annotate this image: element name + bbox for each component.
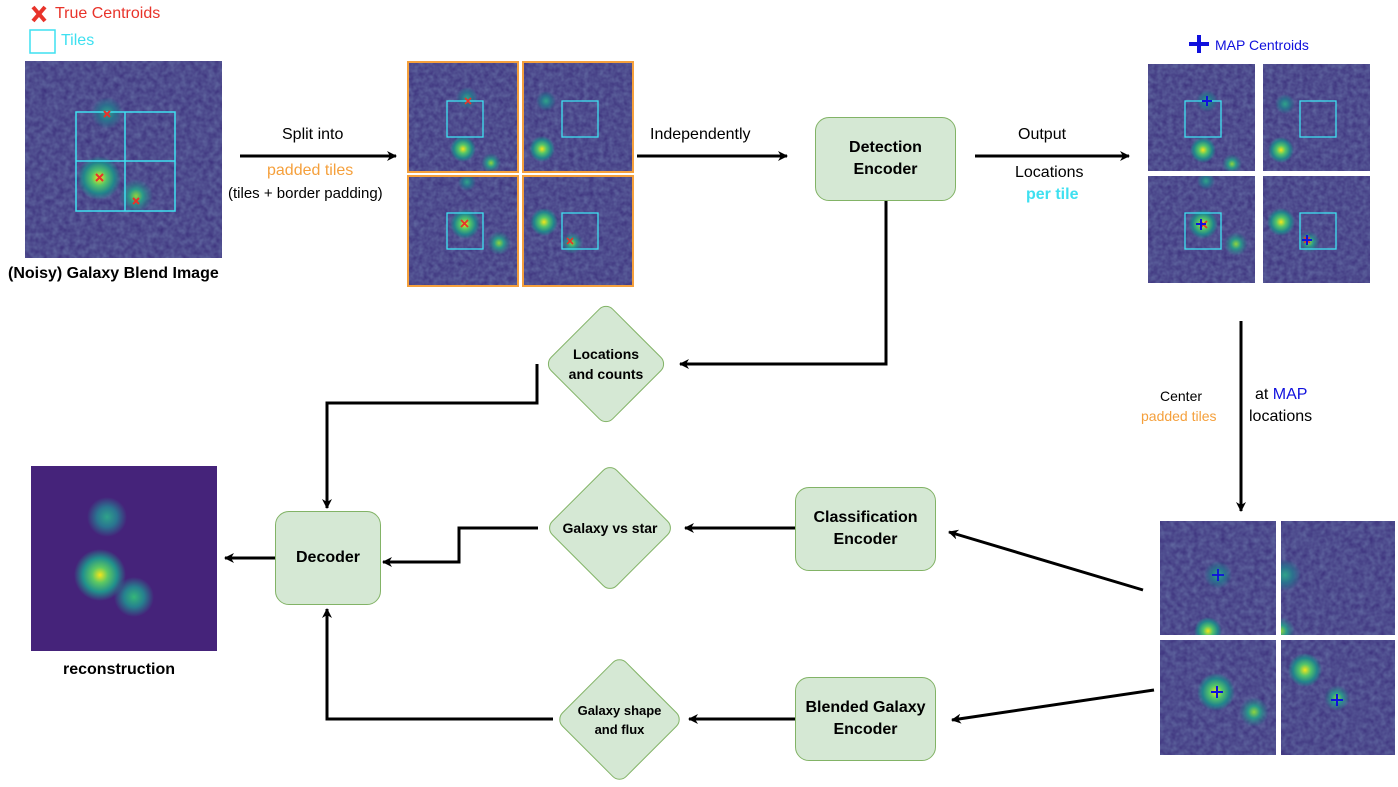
per-tile-label: per tile xyxy=(1026,186,1079,203)
center-label: Center xyxy=(1160,388,1203,404)
at-map-line: at MAP xyxy=(1255,386,1307,404)
arrow-detection-to-locations xyxy=(679,201,888,369)
centered-tile-bottom-right xyxy=(1281,640,1395,755)
classification-encoder-node: Classification Encoder xyxy=(795,487,936,571)
blended-galaxy-encoder-label: Blended Galaxy Encoder xyxy=(805,699,926,738)
galaxy-shape-flux-diamond: Galaxy shape and flux xyxy=(553,655,686,784)
locations-word-label: locations xyxy=(1249,408,1313,425)
legend-tiles: Tiles xyxy=(61,32,95,49)
center-padded-tiles-label: padded tiles xyxy=(1141,408,1217,424)
padded-tile-top-left xyxy=(407,61,519,173)
map-tile-top-right xyxy=(1263,64,1370,171)
padded-tile-bottom-right xyxy=(522,175,634,287)
padded-tiles-label: padded tiles xyxy=(267,162,354,179)
locations-label: Locations xyxy=(1015,164,1084,181)
map-tile-bottom-right xyxy=(1263,176,1370,283)
cyan-tile-icon xyxy=(29,29,56,54)
arrow-to-classification xyxy=(948,529,1144,592)
galaxy-vs-star-diamond: Galaxy vs star xyxy=(538,462,682,594)
centered-tile-top-left xyxy=(1160,521,1276,635)
legend-true-centroids: True Centroids xyxy=(55,5,161,22)
blended-galaxy-encoder-node: Blended Galaxy Encoder xyxy=(795,677,936,761)
reconstruction-label: reconstruction xyxy=(63,661,176,678)
arrow-diamond-to-decoder xyxy=(382,526,538,567)
decoder-node: Decoder xyxy=(275,511,381,605)
map-label: MAP xyxy=(1272,386,1308,403)
legend-map-centroids: MAP Centroids xyxy=(1215,37,1309,53)
map-tile-bottom-left xyxy=(1148,176,1255,283)
galaxy-vs-star-label: Galaxy vs star xyxy=(562,520,658,536)
galaxy-shape-flux-label: Galaxy shape and flux xyxy=(577,702,662,737)
independently-label: Independently xyxy=(650,126,751,143)
locations-counts-diamond: Locations and counts xyxy=(537,301,675,427)
output-label: Output xyxy=(1018,126,1067,143)
arrow-shape-flux-to-decoder xyxy=(322,608,553,721)
padded-tile-top-right xyxy=(522,61,634,173)
input-image-label: (Noisy) Galaxy Blend Image xyxy=(8,265,219,282)
red-x-icon xyxy=(31,5,47,23)
map-tile-top-left xyxy=(1148,64,1255,171)
locations-counts-label: Locations and counts xyxy=(568,346,644,382)
centered-tile-top-right xyxy=(1281,521,1395,635)
centered-tile-bottom-left xyxy=(1160,640,1276,755)
detection-encoder-node: Detection Encoder xyxy=(815,117,956,201)
reconstruction-image xyxy=(31,466,217,651)
arrow-locations-to-decoder xyxy=(322,364,539,509)
arrow-to-blended xyxy=(951,688,1155,724)
input-galaxy-image xyxy=(25,61,222,258)
classification-encoder-label: Classification Encoder xyxy=(813,509,918,548)
detection-encoder-label: Detection Encoder xyxy=(849,139,922,178)
blue-plus-icon xyxy=(1189,35,1209,53)
decoder-label: Decoder xyxy=(295,549,361,566)
tiles-border-padding-label: (tiles + border padding) xyxy=(228,185,383,202)
at-label: at xyxy=(1255,386,1269,403)
padded-tile-bottom-left xyxy=(407,175,519,287)
split-into-label: Split into xyxy=(282,126,344,143)
